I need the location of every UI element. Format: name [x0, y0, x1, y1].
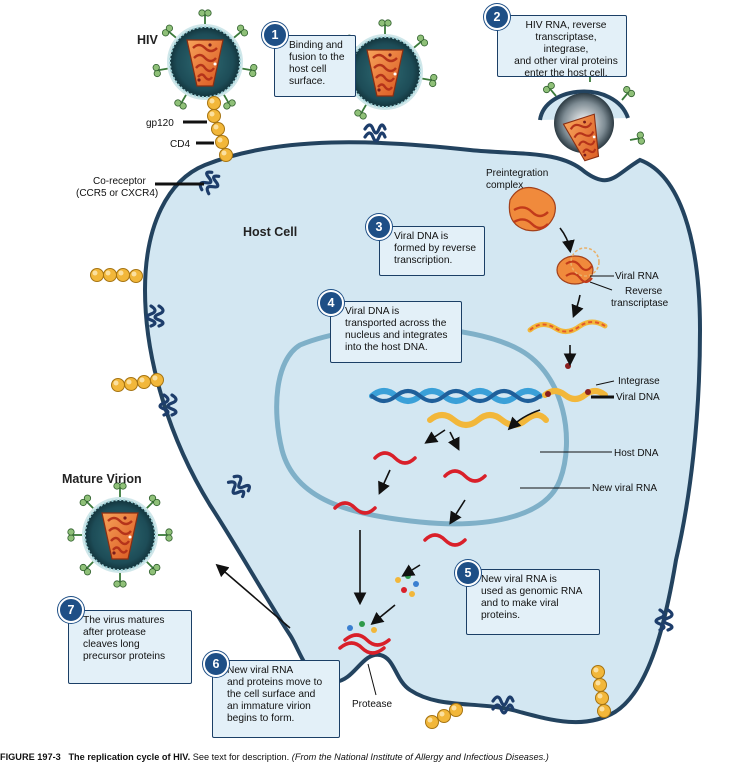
mature-virion-label: Mature Virion [62, 472, 142, 486]
step-7-number: 7 [58, 597, 84, 623]
viral-rna-label: Viral RNA [615, 271, 659, 282]
step-1-line: Binding and [289, 40, 343, 51]
step-1-box: Binding and fusion to the host cell surf… [274, 35, 356, 97]
step-7-box: The virus matures after protease cleaves… [68, 610, 192, 684]
step-4-line: nucleus and integrates [345, 330, 448, 341]
host-dna-label: Host DNA [614, 448, 659, 459]
step-5-number: 5 [455, 560, 481, 586]
step-6-number: 6 [203, 651, 229, 677]
step-5-box: New viral RNA is used as genomic RNA and… [466, 569, 600, 635]
thin-leader-lines [367, 275, 615, 696]
coreceptor-label-line1: Co-receptor [93, 176, 146, 187]
reverse-transcriptase-label-line1: Reverse [625, 286, 663, 297]
mature-virion-icon [66, 481, 174, 589]
viral-dna-label: Viral DNA [616, 392, 660, 403]
gp120-label: gp120 [146, 118, 174, 129]
step-7-line: cleaves long [83, 639, 140, 650]
step-4-line: Viral DNA is [345, 306, 400, 317]
step-5-line: New viral RNA is [481, 574, 557, 585]
step-6-box: New viral RNA and proteins move to the c… [212, 660, 340, 738]
step-2-line: and other viral proteins [514, 56, 618, 67]
step-7-line: after protease [83, 627, 146, 638]
caption-source: (From the National Institute of Allergy … [291, 752, 549, 762]
step-1-line: fusion to the [289, 52, 345, 63]
caption-title: The replication cycle of HIV. [68, 752, 191, 762]
step-5-line: and to make viral [481, 598, 559, 609]
new-viral-rna-label: New viral RNA [592, 483, 657, 494]
step-6-line: the cell surface and [227, 689, 316, 700]
step-5-line: used as genomic RNA [481, 586, 583, 597]
step-3-line: transcription. [394, 255, 453, 266]
step-2-line: transcriptase, integrase, [535, 32, 597, 55]
step-1-number: 1 [262, 22, 288, 48]
step-2-line: HIV RNA, reverse [525, 20, 607, 31]
reverse-transcriptase-label-line2: transcriptase [611, 298, 669, 309]
step-1-line: host cell [289, 64, 327, 75]
step-4-line: transported across the [345, 318, 447, 329]
hiv-label: HIV [137, 33, 159, 47]
leader-lines [155, 120, 614, 399]
caption-text: See text for description. [192, 752, 290, 762]
nucleus [274, 325, 569, 527]
reverse-transcription-icon [527, 247, 608, 369]
preintegration-label-line1: Preintegration [486, 168, 548, 179]
coreceptor-label-line2: (CCR5 or CXCR4) [76, 188, 158, 199]
step-2-box: HIV RNA, reverse transcriptase, integras… [497, 15, 627, 79]
step-7-line: The virus matures [83, 615, 165, 626]
step-6-line: and proteins move to [227, 677, 323, 688]
step-6-line: begins to form. [227, 713, 295, 724]
entering-virion-icon [538, 66, 646, 165]
step-6-line: an immature virion [227, 701, 311, 712]
host-cell-label: Host Cell [243, 225, 297, 239]
hiv-virion-icon [151, 8, 259, 112]
arrow-icon [215, 227, 584, 629]
step-7-line: precursor proteins [83, 651, 166, 662]
figure-caption: FIGURE 197-3 The replication cycle of HI… [0, 752, 730, 762]
protease-label: Protease [352, 699, 392, 710]
step-1-line: surface. [289, 76, 326, 87]
caption-figure-number: FIGURE 197-3 [0, 752, 61, 762]
step-3-line: formed by reverse [394, 243, 477, 254]
integrase-label: Integrase [618, 376, 660, 387]
step-4-line: into the host DNA. [345, 342, 428, 353]
step-3-line: Viral DNA is [394, 231, 449, 242]
step-4-number: 4 [318, 290, 344, 316]
cd4-label: CD4 [170, 139, 190, 150]
dna-helix-icon [369, 388, 608, 428]
step-2-number: 2 [484, 4, 510, 30]
step-5-line: proteins. [481, 610, 521, 621]
step-6-line: New viral RNA [227, 665, 294, 676]
step-2-line: enter the host cell. [524, 68, 608, 79]
rna-strand-icon [333, 451, 487, 655]
step-3-box: Viral DNA is formed by reverse transcrip… [379, 226, 485, 276]
step-3-number: 3 [366, 214, 392, 240]
preintegration-label-line2: complex [486, 180, 523, 191]
preintegration-complex-icon [508, 187, 556, 232]
step-4-box: Viral DNA is transported across the nucl… [330, 301, 462, 363]
